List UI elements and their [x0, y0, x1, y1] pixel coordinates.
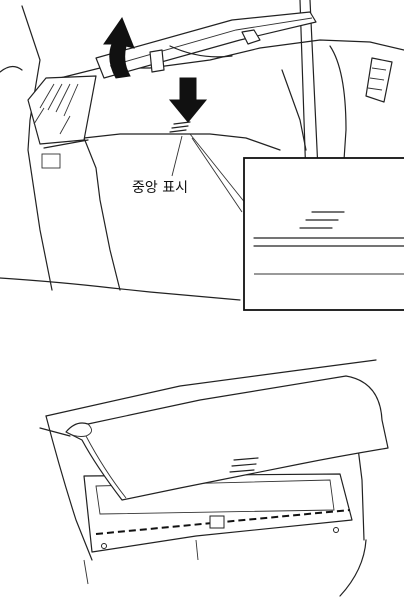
lower-line-mid — [195, 539, 199, 561]
console-edge — [83, 137, 121, 291]
dash-left-edge — [45, 415, 93, 561]
door-panel-curve — [329, 45, 347, 161]
cover-lid — [65, 375, 389, 501]
center-mark-cover-icon — [229, 457, 259, 473]
dash-top-edge — [45, 359, 377, 417]
dash-left-notch — [39, 427, 71, 437]
dashboard-edge-left — [21, 5, 53, 291]
bar-bracket — [169, 45, 233, 58]
zoom-leader-top — [189, 133, 247, 205]
center-mark-zoom-icon — [299, 211, 345, 229]
center-mark-small-icon — [169, 121, 191, 133]
lift-arrow-icon — [103, 16, 135, 79]
air-vent — [27, 75, 97, 169]
accessory-bar — [95, 11, 317, 79]
lower-line-left — [83, 559, 89, 585]
center-mark-label: 중앙 표시 — [132, 180, 188, 196]
side-vent — [365, 57, 393, 103]
zoom-leader-bottom — [191, 137, 243, 213]
console-divider — [43, 139, 89, 149]
dashboard-edge-left-top — [0, 65, 23, 73]
pillar-line-2 — [299, 0, 307, 181]
top-illustration: 중앙 표시 — [0, 0, 404, 311]
vent-knob — [41, 153, 61, 169]
glovebox-top-edge — [83, 133, 281, 151]
floor-line — [0, 277, 241, 301]
label-leader-line — [171, 135, 183, 177]
dash-right-lower — [339, 539, 367, 597]
door-edge — [281, 69, 307, 151]
bottom-illustration — [39, 359, 389, 597]
zoom-inset — [243, 157, 404, 311]
down-arrow-icon — [168, 77, 208, 123]
latch — [209, 515, 225, 529]
